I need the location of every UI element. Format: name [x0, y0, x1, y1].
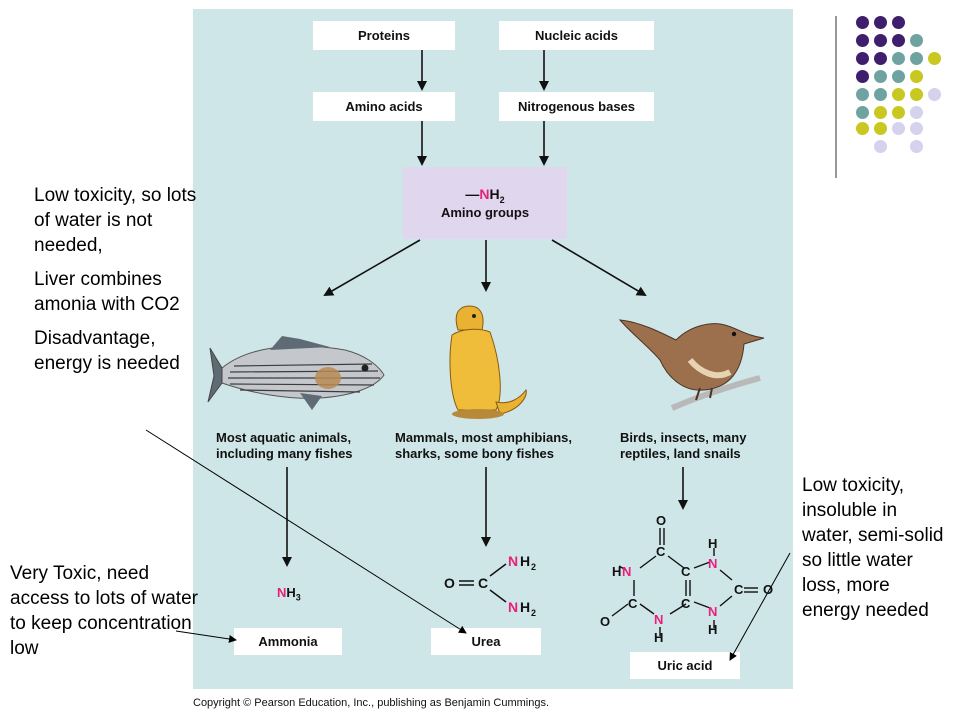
pointer-ammonia-note [175, 630, 237, 643]
svg-text:C: C [478, 575, 488, 591]
nucleic-acids-box: Nucleic acids [499, 21, 654, 50]
ammonia-formula: NH3 [277, 585, 301, 603]
uric-acid-label: Uric acid [657, 658, 713, 673]
bird-caption-line: Birds, insects, many [620, 430, 747, 445]
nitrogenous-bases-box: Nitrogenous bases [499, 92, 654, 121]
uric-note: Low toxicity, insoluble in water, semi-s… [802, 475, 944, 621]
mammal-caption: Mammals, most amphibians, sharks, some b… [395, 430, 572, 462]
amino-acids-box: Amino acids [313, 92, 455, 121]
nucleic-acids-label: Nucleic acids [534, 28, 619, 43]
svg-text:O: O [600, 614, 610, 629]
fish-caption-line: Most aquatic animals, [216, 430, 352, 445]
svg-text:C: C [681, 564, 691, 579]
nitrogenous-bases-label: Nitrogenous bases [517, 99, 636, 114]
urea-note-line: Liver combines amonia with CO2 [34, 269, 180, 315]
mammal-illustration [449, 305, 527, 419]
svg-text:N: N [508, 599, 518, 615]
svg-text:C: C [628, 596, 638, 611]
svg-text:H: H [708, 622, 717, 637]
svg-text:O: O [656, 513, 666, 528]
svg-text:H: H [520, 599, 530, 615]
svg-text:H: H [612, 564, 621, 579]
pointer-uric-note [729, 552, 791, 661]
svg-text:N: N [654, 612, 663, 627]
urea-note-line: Low toxicity, so lots of water is not ne… [34, 185, 197, 256]
svg-text:N: N [708, 556, 717, 571]
mammal-caption-line: Mammals, most amphibians, [395, 430, 572, 445]
pointer-urea-note [145, 429, 467, 634]
copyright-text: Copyright © Pearson Education, Inc., pub… [193, 697, 550, 709]
bird-illustration [618, 319, 765, 411]
svg-text:H: H [654, 630, 663, 645]
urea-structure: O C N H 2 N H 2 [444, 553, 536, 618]
amino-groups-formula: —NH2 [465, 186, 505, 205]
uric-acid-structure: O C H N C H N C O C C N H O N H [600, 513, 773, 645]
proteins-box: Proteins [313, 21, 455, 50]
svg-text:C: C [734, 582, 744, 597]
svg-text:O: O [444, 575, 455, 591]
uric-acid-box: Uric acid [630, 652, 740, 679]
ammonia-box: Ammonia [234, 628, 342, 655]
svg-text:N: N [708, 604, 717, 619]
svg-text:H: H [708, 536, 717, 551]
ammonia-note: Very Toxic, need access to lots of water… [10, 563, 198, 659]
amino-acids-label: Amino acids [345, 99, 423, 114]
urea-box: Urea [431, 628, 541, 655]
proteins-label: Proteins [357, 28, 410, 43]
svg-text:N: N [622, 564, 631, 579]
arrow-groups-to-bird [551, 239, 647, 297]
svg-text:N: N [508, 553, 518, 569]
amino-groups-label: Amino groups [440, 204, 530, 220]
fish-caption: Most aquatic animals, including many fis… [216, 430, 353, 462]
svg-text:2: 2 [531, 608, 536, 618]
fish-caption-line: including many fishes [216, 446, 353, 461]
fish-illustration [207, 336, 385, 410]
svg-text:2: 2 [531, 562, 536, 572]
arrow-groups-to-fish [323, 239, 421, 297]
ammonia-label: Ammonia [258, 634, 318, 649]
svg-text:C: C [656, 544, 666, 559]
svg-text:H: H [520, 553, 530, 569]
urea-note: Low toxicity, so lots of water is not ne… [34, 183, 199, 385]
svg-text:O: O [763, 582, 773, 597]
bird-caption: Birds, insects, many reptiles, land snai… [620, 430, 746, 462]
urea-note-line: Disadvantage, energy is needed [34, 328, 180, 374]
bird-caption-line: reptiles, land snails [620, 446, 741, 461]
urea-label: Urea [471, 634, 501, 649]
svg-text:C: C [681, 596, 691, 611]
mammal-caption-line: sharks, some bony fishes [395, 446, 554, 461]
amino-groups-box: —NH2 Amino groups [403, 167, 567, 239]
